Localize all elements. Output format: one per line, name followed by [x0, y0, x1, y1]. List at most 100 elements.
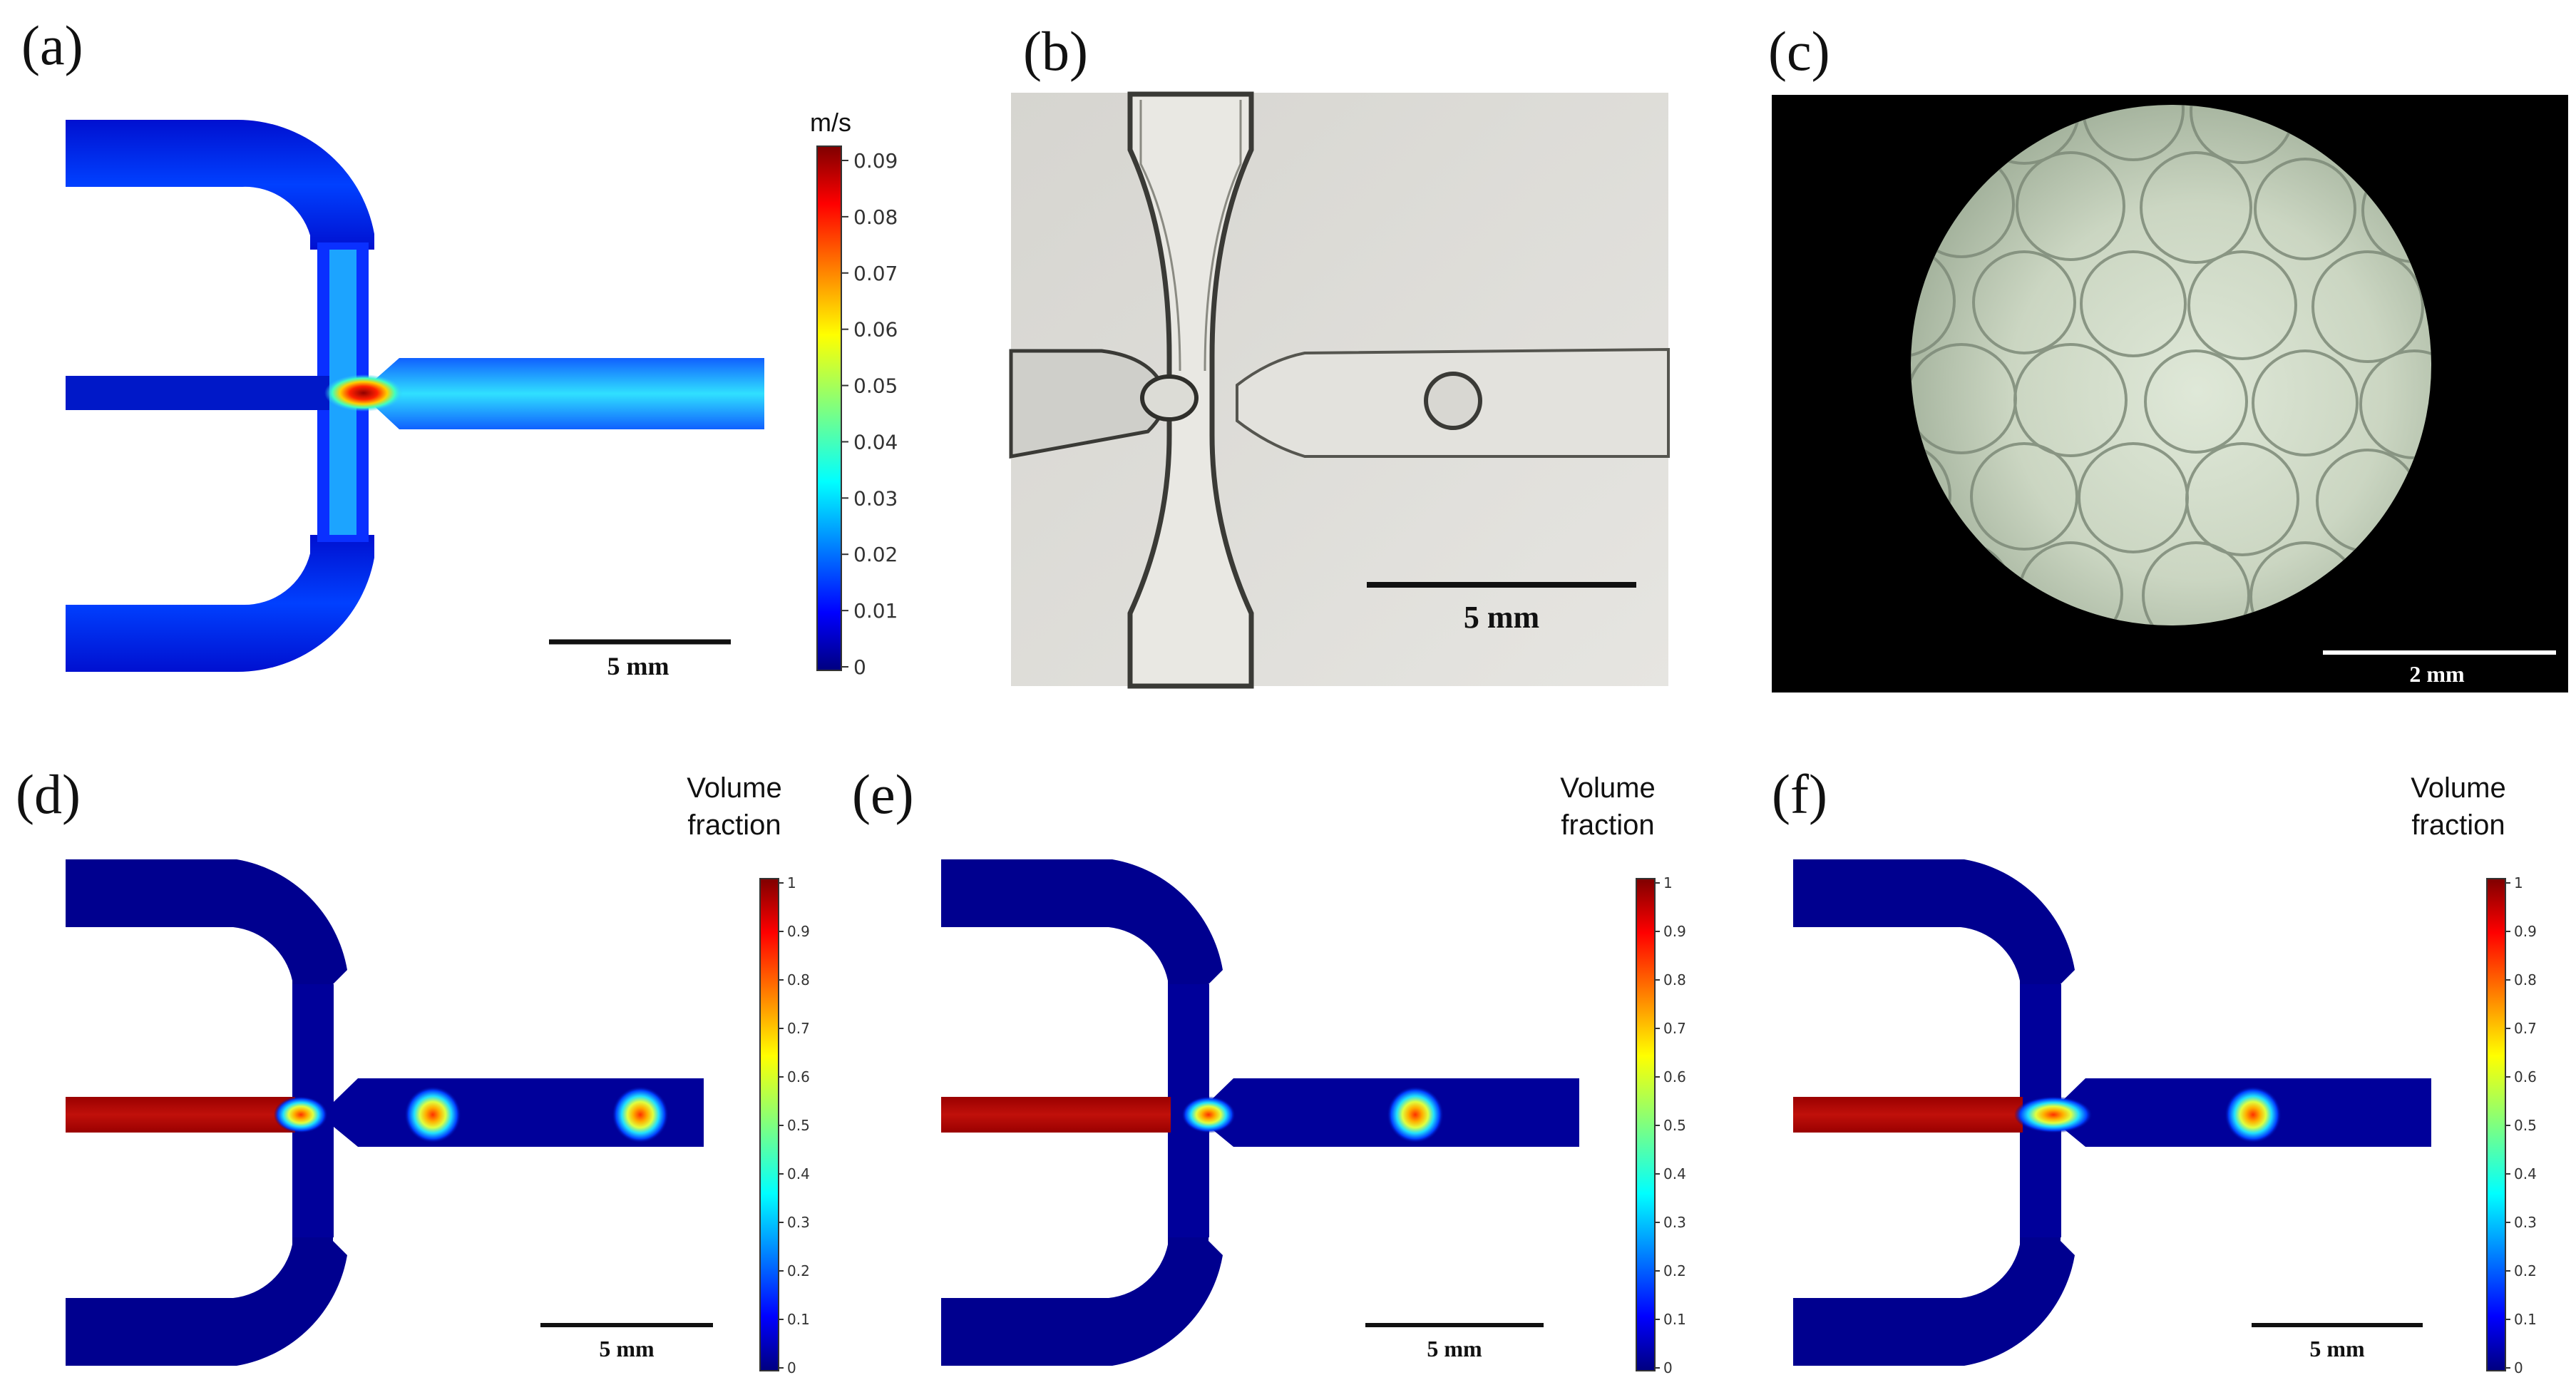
bottom-arm — [941, 1230, 1223, 1366]
tick-label: 0.3 — [787, 1214, 810, 1231]
panel-label-e: (e) — [852, 763, 914, 825]
tick-label: 0.2 — [1663, 1262, 1686, 1279]
tick-label: 0.8 — [2514, 971, 2537, 988]
tick-label: 0.7 — [1663, 1020, 1686, 1037]
panel-c-droplet — [1911, 442, 1951, 548]
panel-c-droplet — [2311, 250, 2424, 363]
dispersed-phase-inlet — [941, 1097, 1171, 1133]
colorbar — [2486, 878, 2506, 1371]
tick-label: 0.8 — [787, 971, 810, 988]
tick-label: 0.2 — [2514, 1262, 2537, 1279]
tick-label: 0.2 — [787, 1262, 810, 1279]
colorbar-title-line2: fraction — [687, 809, 781, 841]
tick-label: 0.6 — [787, 1068, 810, 1085]
panel-c-droplet — [2187, 250, 2297, 360]
colorbar-title-line1: Volume — [1560, 772, 1655, 804]
panel-a-tick-label: 0.07 — [853, 262, 898, 285]
neck-region — [274, 1096, 328, 1133]
tick-label: 0.5 — [2514, 1117, 2537, 1134]
panel-c-droplet — [2359, 349, 2431, 459]
top-arm — [66, 859, 347, 991]
tick-label: 0.4 — [1663, 1165, 1686, 1182]
top-arm — [941, 859, 1223, 991]
panel-label-a: (a) — [21, 14, 83, 76]
panel-b-device-photo: 5 mm — [1009, 91, 1670, 689]
panel-a-center-inlet — [66, 376, 329, 410]
droplet — [404, 1086, 461, 1143]
tick-label: 0.3 — [2514, 1214, 2537, 1231]
tick-label: 0.1 — [787, 1311, 810, 1328]
colorbar-title-line2: fraction — [1561, 809, 1654, 841]
panel-d-volume-fraction: 00.10.20.30.40.50.60.70.80.91Volumefract… — [66, 772, 810, 1376]
tick-label: 0.1 — [1663, 1311, 1686, 1328]
bottom-arm — [66, 1230, 347, 1366]
tick-label: 0.1 — [2514, 1311, 2537, 1328]
panel-a-scale-label: 5 mm — [607, 652, 669, 680]
panel-e-volume-fraction: 00.10.20.30.40.50.60.70.80.91Volumefract… — [941, 772, 1686, 1376]
tick-label: 0.8 — [1663, 971, 1686, 988]
panel-c-droplet — [2013, 343, 2128, 457]
panel-label-c: (c) — [1768, 20, 1830, 82]
tick-label: 0.6 — [2514, 1068, 2537, 1085]
panel-a-tick-label: 0.04 — [853, 430, 898, 454]
colorbar-title-line2: fraction — [2411, 809, 2505, 841]
panel-a-tick-label: 0.08 — [853, 205, 898, 229]
panel-b-droplet — [1424, 372, 1482, 430]
panel-a-velocity-field: m/s 00.010.020.030.040.050.060.070.080.0… — [66, 108, 898, 680]
tick-label: 0.9 — [2514, 923, 2537, 940]
panel-c-droplet — [2080, 250, 2187, 357]
panel-c-scale-label: 2 mm — [2409, 661, 2465, 687]
neck-region — [1181, 1096, 1236, 1133]
colorbar-title-line1: Volume — [687, 772, 781, 804]
panel-c-droplet — [1911, 244, 1956, 358]
scale-label: 5 mm — [2309, 1336, 2365, 1361]
tick-label: 0 — [787, 1359, 796, 1376]
panel-a-outlet-channel — [369, 358, 764, 429]
panel-label-b: (b) — [1023, 20, 1088, 82]
tick-label: 0.4 — [787, 1165, 810, 1182]
droplet — [2225, 1086, 2282, 1143]
panel-a-tick-label: 0.02 — [853, 543, 898, 566]
panel-a-tick-label: 0.03 — [853, 486, 898, 510]
panel-a-tick-label: 0 — [853, 655, 866, 679]
panel-c-droplet — [1970, 442, 2078, 551]
panel-label-d: (d) — [16, 763, 81, 825]
dispersed-phase-inlet — [66, 1097, 295, 1133]
panel-a-bottom-arm — [66, 535, 374, 673]
panel-label-f: (f) — [1772, 763, 1827, 825]
tick-label: 0.3 — [1663, 1214, 1686, 1231]
panel-a-tick-label: 0.01 — [853, 599, 898, 623]
panel-c-droplet — [2140, 151, 2252, 264]
panel-a-top-arm — [66, 119, 374, 250]
panel-a-hotspot — [324, 374, 403, 412]
panel-c-droplet — [2142, 541, 2250, 625]
droplet — [1387, 1086, 1444, 1143]
panel-b-scale-label: 5 mm — [1464, 600, 1539, 635]
top-arm — [1793, 859, 2075, 991]
panel-a-colorbar-ticks: 00.010.020.030.040.050.060.070.080.09 — [841, 149, 898, 679]
tick-label: 1 — [2514, 874, 2523, 891]
panel-c-droplet — [2252, 349, 2359, 456]
panel-c-droplet — [2144, 349, 2248, 454]
colorbar — [759, 878, 779, 1371]
tick-label: 0.7 — [2514, 1020, 2537, 1037]
droplet — [612, 1086, 669, 1143]
tick-label: 1 — [787, 874, 796, 891]
colorbar-title-line1: Volume — [2411, 772, 2505, 804]
tick-label: 0.7 — [787, 1020, 810, 1037]
panel-c-droplet — [2185, 442, 2299, 556]
panel-c-droplet — [1972, 250, 2076, 354]
panel-c-microscope-image: 2 mm — [1772, 95, 2568, 692]
panel-a-tick-label: 0.05 — [853, 374, 898, 398]
tick-label: 0.9 — [1663, 923, 1686, 940]
panel-c-field-of-view — [1911, 105, 2431, 625]
tick-label: 0 — [2514, 1359, 2523, 1376]
tick-label: 0.5 — [1663, 1117, 1686, 1134]
tick-label: 0 — [1663, 1359, 1673, 1376]
panel-c-droplet — [2016, 151, 2125, 261]
panel-a-colorbar — [816, 145, 842, 671]
scale-label: 5 mm — [599, 1336, 655, 1361]
scale-label: 5 mm — [1427, 1336, 1482, 1361]
bottom-arm — [1793, 1230, 2075, 1366]
panel-a-tick-label: 0.09 — [853, 149, 898, 173]
